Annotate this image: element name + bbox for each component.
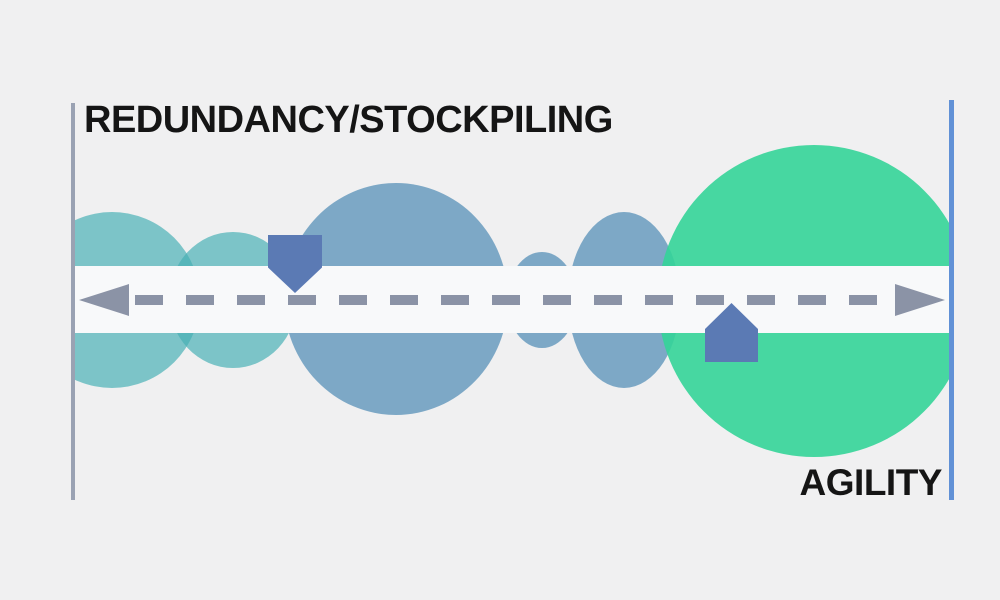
spectrum-stage — [75, 0, 949, 600]
agility-label: AGILITY — [799, 462, 943, 503]
left-boundary-line — [71, 103, 75, 500]
redundancy-stockpiling-label: REDUNDANCY/STOCKPILING — [84, 99, 613, 141]
right-boundary-line — [949, 100, 954, 500]
axis-band — [75, 266, 949, 333]
